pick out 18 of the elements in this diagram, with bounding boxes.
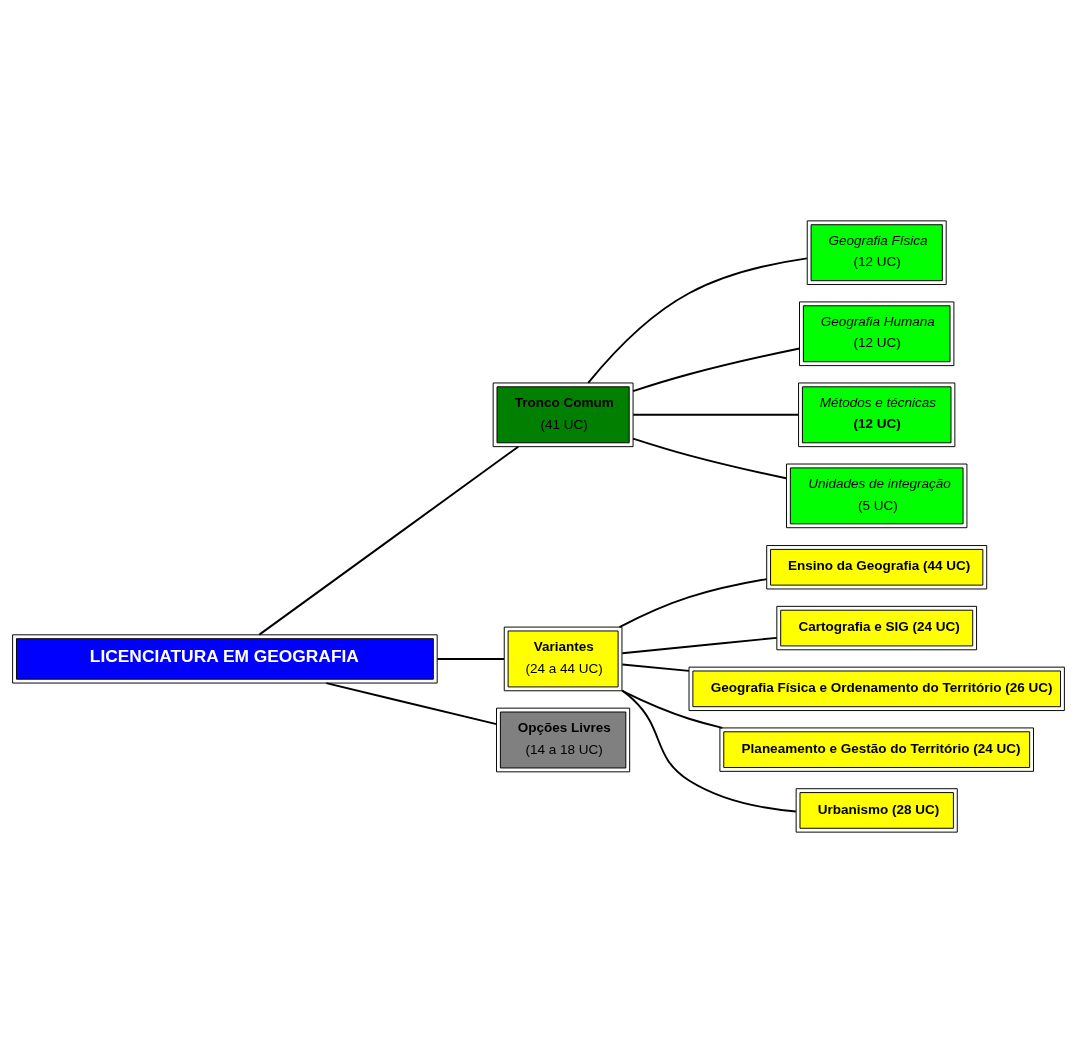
connector	[632, 347, 801, 393]
node-box: LICENCIATURA EM GEOGRAFIA	[12, 634, 438, 684]
connector	[621, 663, 690, 672]
connector	[632, 413, 800, 416]
node-box: Urbanismo (28 UC)	[795, 788, 958, 833]
connector	[618, 578, 768, 629]
connector	[621, 636, 778, 655]
connector	[632, 437, 787, 480]
node-box: Geografia Física e Ordenamento do Território (26 UC)	[688, 666, 1065, 712]
node-box: Cartografia e SIG (24 UC)	[776, 605, 978, 651]
connector	[621, 689, 797, 813]
connector	[325, 682, 498, 726]
connector	[587, 257, 808, 384]
node-box: Tronco Comum (41 UC)	[492, 382, 634, 448]
node-box: Variantes (24 a 44 UC)	[503, 626, 623, 692]
connector	[258, 445, 520, 636]
node-box: Geografia Física (12 UC)	[806, 220, 947, 286]
connector	[436, 657, 505, 660]
